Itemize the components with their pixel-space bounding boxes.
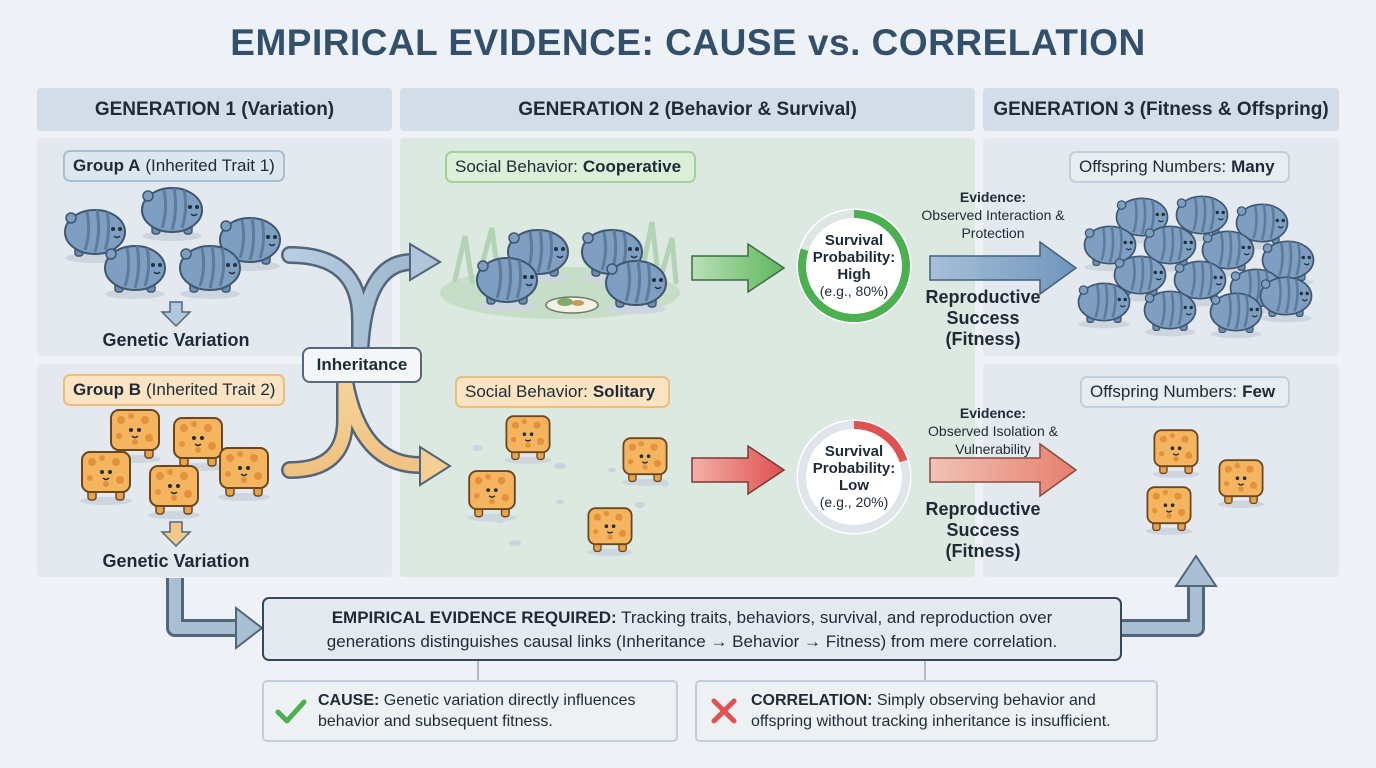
blue-creature [104,245,166,299]
reproductive-success-bottom: Reproductive Success (Fitness) [908,499,1058,562]
correlation-line1: Simply observing behavior and [876,692,1096,709]
flow-to-requirement [166,578,240,637]
survival-low-text: Survival Probability: Low (e.g., 20%) [804,443,904,511]
reproductive-success-top: Reproductive Success (Fitness) [908,287,1058,350]
evidence-title-bottom: Evidence: [959,405,1027,421]
orange-creature [467,470,517,522]
group-b-trait: (Inherited Trait 2) [146,380,276,399]
orange-creature [621,437,669,486]
survival-title-high: Survival Probability: [812,232,896,266]
blue-creature [1259,276,1313,323]
cause-heading: CAUSE: [318,692,380,709]
evidence-title-top: Evidence: [959,189,1027,205]
page-title: EMPIRICAL EVIDENCE: CAUSE vs. CORRELATIO… [230,22,1146,63]
generation-3-header: GENERATION 3 (Fitness & Offspring) [983,88,1339,131]
group-b-name: Group B [73,380,141,399]
blue-creature [1077,282,1131,329]
blue-creature [605,260,667,314]
correlation-box: CORRELATION: Simply observing behavior a… [695,680,1158,742]
checkmark-icon [275,699,307,724]
offspring-few-label: Offspring Numbers:Few [1080,376,1291,408]
rs-line2-top: Success [946,308,1020,328]
group-a-label: Group A(Inherited Trait 1) [63,150,285,182]
orange-creature [504,415,552,464]
offspring-value-bottom: Few [1242,382,1276,401]
arrow-to-offspring-many [929,240,1078,296]
requirement-line2: generations distinguishes causal links (… [326,632,1058,651]
survival-high-text: Survival Probability: High (e.g., 80%) [804,232,904,300]
cross-icon [711,698,737,724]
behavior-solitary-label: Social Behavior:Solitary [455,376,671,408]
evidence-top: Evidence: Observed Interaction & Protect… [908,188,1078,242]
blue-creature [476,257,538,311]
cause-line2: behavior and subsequent fitness. [318,713,553,730]
correlation-heading: CORRELATION: [751,692,873,709]
blue-creature [179,245,241,299]
behavior-cooperative-label: Social Behavior:Cooperative [445,151,697,183]
requirement-heading: EMPIRICAL EVIDENCE REQUIRED: [331,608,617,627]
survival-level-low: Low [839,477,869,494]
survival-level-high: High [837,266,871,283]
inheritance-arrowhead-top [409,242,442,282]
orange-creature [172,417,224,471]
blue-creature [1143,290,1197,337]
genetic-variation-b: Genetic Variation [102,551,250,571]
survival-ring-low [798,421,910,533]
arrow-to-survival-high [691,242,786,294]
offspring-value-top: Many [1231,157,1275,176]
offspring-many-label: Offspring Numbers:Many [1069,151,1290,183]
requirement-line1: Tracking traits, behaviors, survival, an… [621,608,1053,627]
generation-1-header: GENERATION 1 (Variation) [37,88,392,131]
behavior-value-bottom: Solitary [592,382,656,401]
blue-creature [1209,292,1263,339]
rs-line3-top: (Fitness) [945,329,1021,349]
group-b-label: Group B (Inherited Trait 2) [63,374,286,406]
survival-ring-high [798,210,910,322]
generation-2-header: GENERATION 2 (Behavior & Survival) [400,88,975,131]
food-plate [545,296,599,314]
evidence-bottom: Evidence: Observed Isolation & Vulnerabi… [908,404,1078,458]
evidence-text-top: Observed Interaction & Protection [921,207,1065,241]
group-a-trait: (Inherited Trait 1) [145,156,275,175]
genetic-variation-a: Genetic Variation [102,330,250,350]
orange-creature [1152,429,1200,478]
inheritance-label: Inheritance [302,347,422,383]
empirical-evidence-box: EMPIRICAL EVIDENCE REQUIRED: Tracking tr… [262,597,1122,661]
variation-arrow-b [160,521,192,548]
survival-example-high: (e.g., 80%) [819,283,889,299]
offspring-prefix-bottom: Offspring Numbers: [1090,382,1238,401]
orange-creature [1217,459,1265,508]
orange-creature [586,507,634,556]
flow-to-gen3 [1118,582,1205,637]
inheritance-arrowhead-bottom [419,445,452,487]
orange-creature [218,447,270,501]
cause-line1: Genetic variation directly influences [383,692,636,709]
offspring-prefix-top: Offspring Numbers: [1079,157,1227,176]
rs-line1-bottom: Reproductive [925,499,1041,519]
arrow-to-offspring-few [929,442,1078,498]
group-a-name: Group A [73,156,141,175]
cause-box: CAUSE: Genetic variation directly influe… [262,680,678,742]
behavior-value-top: Cooperative [582,157,682,176]
behavior-prefix-top: Social Behavior: [455,157,578,176]
evidence-text-bottom: Observed Isolation & Vulnerability [928,423,1058,457]
orange-creature [148,465,200,519]
rs-line2-bottom: Success [946,520,1020,540]
survival-title-low: Survival Probability: [812,443,896,477]
blue-creature [141,187,203,241]
arrow-to-survival-low [691,444,786,496]
rs-line3-bottom: (Fitness) [945,541,1021,561]
orange-creature [80,451,132,505]
rs-line1-top: Reproductive [925,287,1041,307]
variation-arrow-a [160,301,192,328]
behavior-prefix-bottom: Social Behavior: [465,382,588,401]
survival-example-low: (e.g., 20%) [819,494,889,510]
correlation-line2: offspring without tracking inheritance i… [751,713,1111,730]
orange-creature [1145,486,1193,535]
